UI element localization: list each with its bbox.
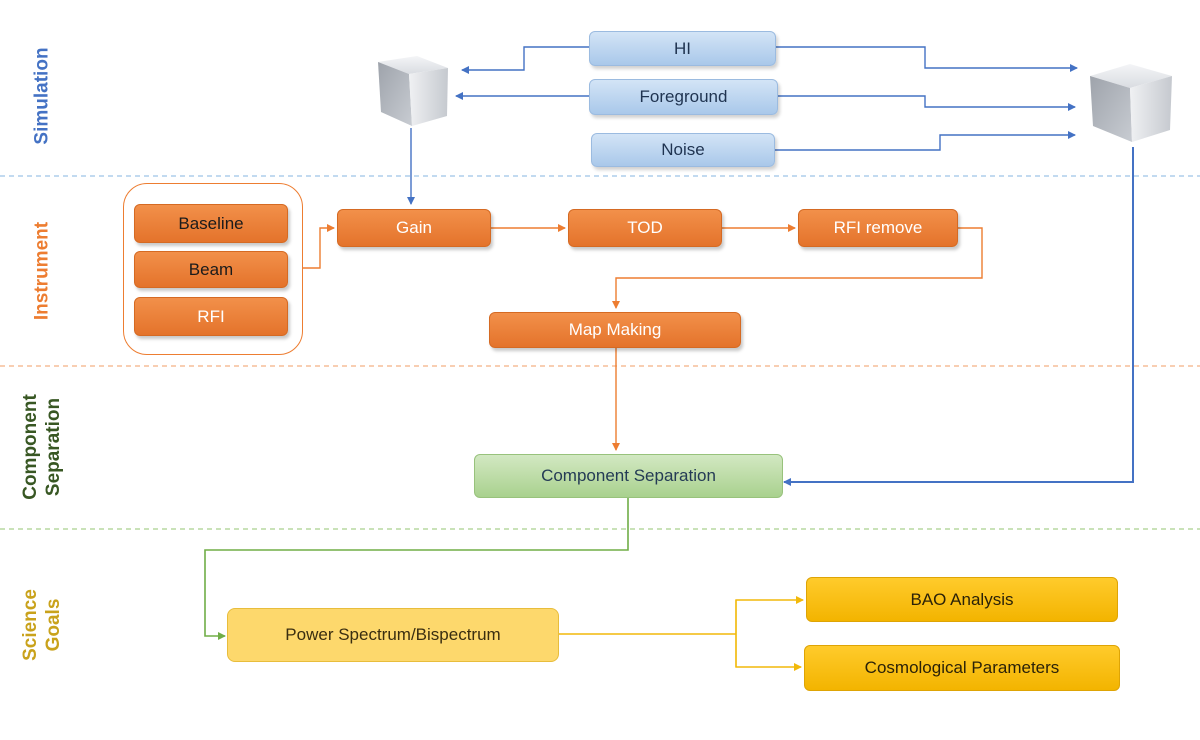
component-separation-box: Component Separation <box>474 454 783 498</box>
cosmological-parameters-box: Cosmological Parameters <box>804 645 1120 691</box>
arrow-to-bao-analysis <box>735 596 804 667</box>
beam-box: Beam <box>134 251 288 288</box>
rfi-remove-box: RFI remove <box>798 209 958 247</box>
section-label-science-line2: Goals <box>43 598 64 652</box>
left-data-cube-icon <box>378 56 448 126</box>
arrow-rfi-remove-to-map-making <box>612 227 983 309</box>
arrow-foreground-to-right-cube <box>778 95 1076 111</box>
bao-analysis-box: BAO Analysis <box>806 577 1118 622</box>
section-label-simulation: Simulation <box>31 47 53 145</box>
section-label-science-line1: Science <box>20 589 41 661</box>
arrow-hi-to-left-cube <box>461 46 589 74</box>
arrow-to-cosmological-parameters <box>735 600 802 671</box>
rfi-box: RFI <box>134 297 288 336</box>
noise-box: Noise <box>591 133 775 167</box>
foreground-box: Foreground <box>589 79 778 115</box>
section-label-component-separation: Component Separation <box>19 394 65 500</box>
map-making-box: Map Making <box>489 312 741 348</box>
power-spectrum-box: Power Spectrum/Bispectrum <box>227 608 559 662</box>
arrow-hi-to-right-cube <box>776 46 1078 72</box>
baseline-box: Baseline <box>134 204 288 243</box>
arrow-instrument-group-to-gain <box>303 224 335 269</box>
right-data-cube-icon <box>1090 64 1172 142</box>
section-label-component-line1: Component <box>20 394 41 500</box>
arrow-right-cube-to-component-separation <box>783 147 1134 486</box>
section-label-component-line2: Separation <box>43 397 64 497</box>
section-label-instrument: Instrument <box>31 221 53 321</box>
instrument-input-group <box>123 183 303 355</box>
tod-box: TOD <box>568 209 722 247</box>
gain-box: Gain <box>337 209 491 247</box>
hi-box: HI <box>589 31 776 66</box>
arrow-component-separation-to-power-spectrum <box>204 498 629 640</box>
arrow-noise-to-right-cube <box>775 131 1076 151</box>
section-label-science-goals: Science Goals <box>19 589 65 661</box>
